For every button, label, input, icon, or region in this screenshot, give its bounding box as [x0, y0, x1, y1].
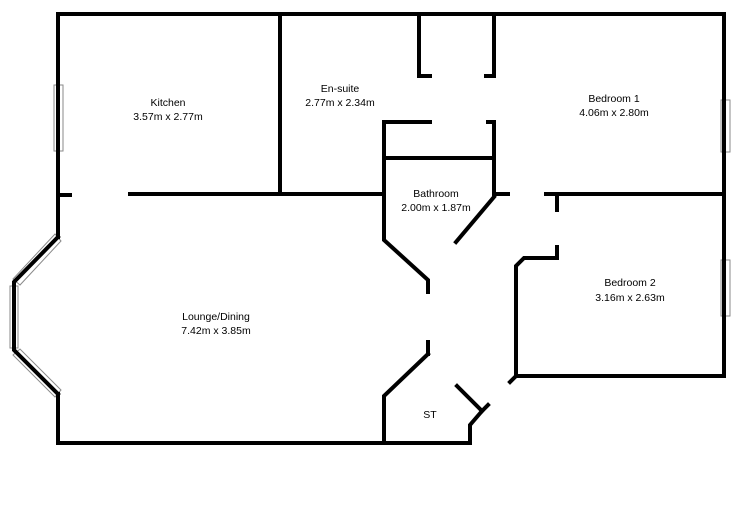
room-name: En-suite — [321, 83, 360, 95]
room-label-bathroom: Bathroom 2.00m x 1.87m — [401, 188, 471, 214]
bay-wall — [12, 234, 61, 397]
windows — [9, 84, 731, 398]
room-label-lounge-dining: Lounge/Dining 7.42m x 3.85m — [181, 311, 251, 337]
ensuite-door-left — [417, 12, 432, 78]
ensuite-door-right — [484, 12, 496, 78]
ensuite-lower-wall — [382, 120, 432, 294]
bedroom-2-corridor-wall — [507, 245, 559, 385]
bathroom-angled-wall — [453, 194, 497, 245]
outer-wall-top — [56, 12, 726, 378]
store-wall — [382, 383, 485, 445]
room-dimensions: 7.42m x 3.85m — [181, 325, 251, 337]
room-label-kitchen: Kitchen 3.57m x 2.77m — [133, 97, 203, 123]
room-dimensions: 3.16m x 2.63m — [595, 292, 665, 304]
room-name: Bedroom 2 — [604, 277, 656, 289]
room-name: Kitchen — [150, 97, 185, 109]
room-name: Bedroom 1 — [588, 93, 640, 105]
room-label-store: ST — [423, 409, 437, 421]
room-dimensions: 4.06m x 2.80m — [579, 107, 649, 119]
room-dimensions: 3.57m x 2.77m — [133, 111, 203, 123]
room-name: ST — [423, 409, 437, 421]
room-label-bedroom-1: Bedroom 1 4.06m x 2.80m — [579, 93, 649, 119]
room-name: Lounge/Dining — [182, 311, 250, 323]
store-door-post — [479, 402, 491, 414]
room-label-en-suite: En-suite 2.77m x 2.34m — [305, 83, 375, 109]
bathroom-right-wall — [486, 120, 496, 192]
outer-wall-bottom — [56, 351, 431, 445]
room-name: Bathroom — [413, 188, 459, 200]
room-dimensions: 2.00m x 1.87m — [401, 202, 471, 214]
room-dimensions: 2.77m x 2.34m — [305, 97, 375, 109]
room-label-bedroom-2: Bedroom 2 3.16m x 2.63m — [595, 277, 665, 304]
walls — [12, 12, 726, 445]
